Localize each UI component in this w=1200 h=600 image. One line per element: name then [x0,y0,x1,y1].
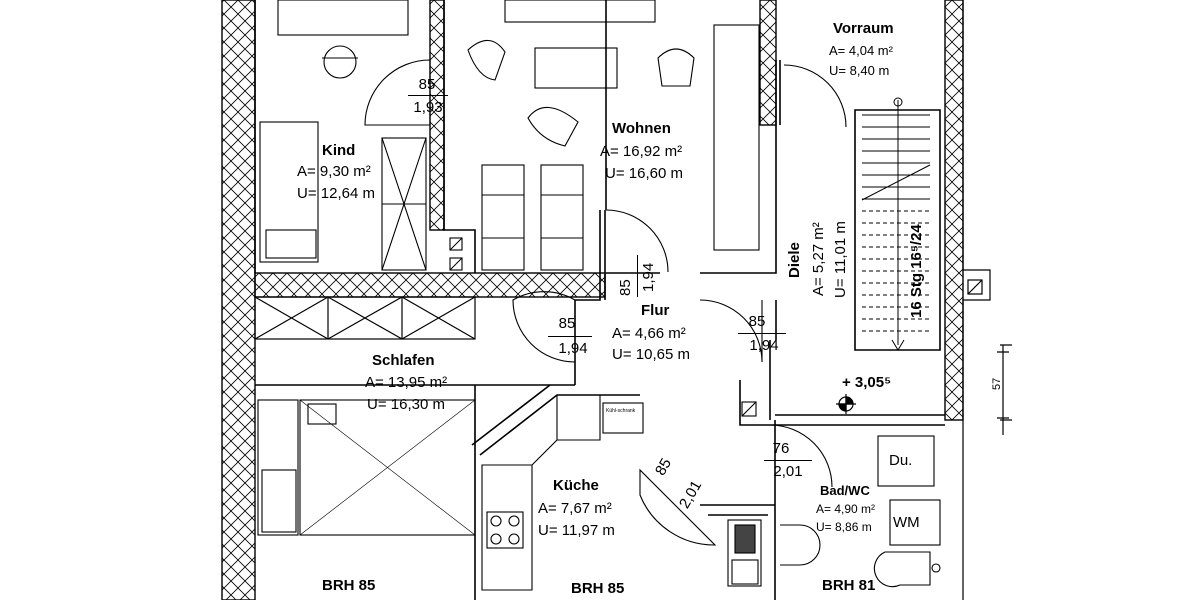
kueche-furniture [481,395,762,591]
door-bad-divider [764,460,812,461]
door-kind-width: 85 [418,76,436,93]
kueche-area: A= 7,67 m² [538,500,612,517]
right-structure [962,0,1012,600]
kind-bed [277,0,409,36]
parapet-schlafen: BRH 85 [322,577,376,594]
door-flur-top-height: 1,94 [640,262,657,292]
kind-perimeter: U= 12,64 m [297,185,375,202]
door-swings [364,59,847,546]
counter-left [481,464,533,591]
kind-furniture [259,0,463,271]
door-diele-height: 1,94 [749,337,779,354]
kueche-perimeter: U= 11,97 m [538,522,615,539]
door-bad-width: 76 [772,440,790,457]
kueche-door-swing [639,468,717,546]
bad-perimeter: U= 8,86 m [816,520,872,534]
door-kind-divider [408,95,448,96]
flur-door-swing [605,209,669,273]
washer-box [889,499,941,546]
schlafen-furniture [257,399,476,536]
washbasin [780,524,821,566]
flur-area: A= 4,66 m² [612,325,686,342]
shower-box [877,435,935,487]
wohnen-furniture [467,0,760,271]
wall-unit [713,24,760,251]
stairs-label: 16 Stg 16⁵/24 [908,224,925,318]
bad-furniture [741,401,941,588]
door-diele-divider [738,333,786,334]
bad-area: A= 4,90 m² [816,502,876,516]
washer-label: WM [893,514,920,531]
door-schlafen-height: 1,94 [558,340,588,357]
level-marker [836,394,856,414]
door-flur-top-divider [637,255,638,297]
bad-name: Bad/WC [820,483,870,498]
door-kind-height: 1,93 [413,99,443,116]
middle-horizontal-wall [254,272,606,298]
armchair-bottom [527,106,579,147]
cooktop [486,511,524,549]
vent-2 [449,257,463,271]
schlafen-name: Schlafen [372,352,435,369]
left-outer-wall [221,0,256,600]
parapet-kueche: BRH 85 [571,580,625,597]
double-bed [299,399,476,536]
schlafen-area: A= 13,95 m² [365,374,448,391]
vorraum-area: A= 4,04 m² [829,43,893,58]
door-schlafen-divider [548,336,592,337]
door-schlafen-width: 85 [558,315,576,332]
sink [727,519,762,587]
door-diele-width: 85 [748,313,766,330]
diele-door-swing [699,299,763,363]
parapet-bad: BRH 81 [822,577,876,594]
vent-1 [449,237,463,251]
schlafen-door-swing [512,291,576,363]
kueche-name: Küche [553,477,599,494]
wohnen-area: A= 16,92 m² [600,143,683,160]
toilet [873,551,931,588]
wohnen-name: Wohnen [612,120,671,137]
bad-door-swing [769,424,833,488]
diele-area: A= 5,27 m² [810,222,827,296]
kind-desk [259,121,319,263]
schlafen-perimeter: U= 16,30 m [367,396,445,413]
flur-name: Flur [641,302,670,319]
kind-door-swing [364,59,431,126]
fridge-label: Kühl-schrank [606,408,636,414]
level-label: + 3,05⁵ [842,374,892,391]
vorraum-door-swing [783,64,847,128]
nightstand [257,399,299,536]
right-stair-wall [944,0,964,421]
stairs [861,97,931,351]
kind-name: Kind [322,142,356,159]
armchair-left [467,39,506,81]
diele-name: Diele [786,242,803,278]
vorraum-perimeter: U= 8,40 m [829,63,890,78]
wardrobe-band [254,296,476,340]
fridge-box [602,402,644,434]
vent-3 [741,401,757,417]
shower-label: Du. [889,452,913,469]
dining-chair-right [540,164,584,271]
door-bad-height: 2,01 [773,463,803,480]
wohnen-perimeter: U= 16,60 m [605,165,683,182]
flur-perimeter: U= 10,65 m [612,346,690,363]
wohnen-vorraum-wall [759,0,777,126]
dining-chair-left [481,164,525,271]
dimension-right: 57 [991,377,1003,390]
diele-perimeter: U= 11,01 m [832,221,849,298]
sofa [504,0,656,23]
kind-area: A= 9,30 m² [297,163,371,180]
door-flur-top-width: 85 [617,279,634,296]
coffee-table [534,47,618,89]
kind-chair [323,45,357,79]
vorraum-name: Vorraum [833,20,894,37]
armchair-right [657,48,695,87]
